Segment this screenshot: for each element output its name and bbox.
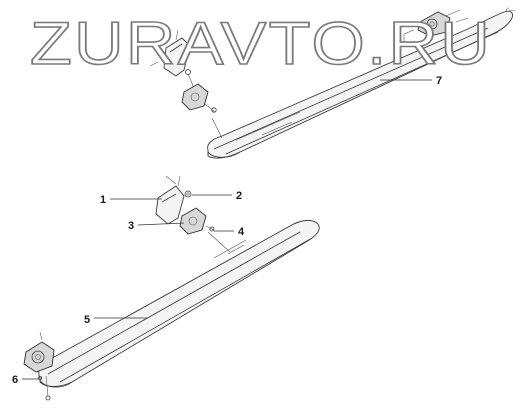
callout-5: 5: [84, 314, 148, 326]
upper-rail-end-bracket: [403, 9, 469, 42]
lower-bracket-assembly: [155, 175, 231, 253]
callout-7: 7: [380, 75, 442, 87]
callout-3-number: 3: [128, 220, 134, 232]
callout-4: 4: [214, 226, 245, 238]
callout-7-number: 7: [436, 75, 442, 87]
callout-6: 6: [12, 374, 38, 386]
corner-mark: r'—: [506, 8, 515, 14]
callout-5-number: 5: [84, 314, 90, 326]
lower-rail-end-cap: [23, 331, 55, 401]
lower-rail: [38, 219, 320, 388]
callout-3: 3: [128, 220, 185, 232]
callout-6-number: 6: [12, 374, 18, 386]
upper-bracket-assembly: [149, 29, 223, 139]
callout-4-number: 4: [238, 226, 245, 238]
callout-2-number: 2: [236, 190, 242, 202]
callout-1: 1: [100, 194, 162, 206]
watermark-text: ZURAVTO.RU: [30, 10, 492, 77]
callout-1-number: 1: [100, 194, 106, 206]
callout-2: 2: [192, 190, 242, 202]
